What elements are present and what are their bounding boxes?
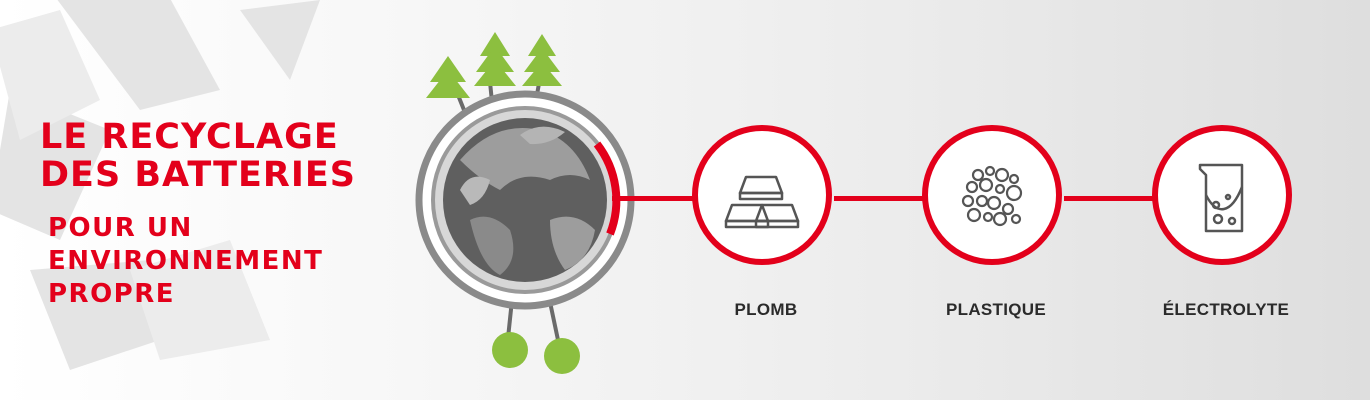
earth-globe-icon	[415, 32, 635, 374]
subheadline: POUR UN ENVIRONNEMENT PROPRE	[48, 212, 323, 311]
material-label-electrolyte: ÉLECTROLYTE	[1162, 300, 1290, 319]
left-foot	[492, 332, 528, 368]
material-node-electrolyte	[1152, 125, 1292, 265]
lead-ingots-icon	[724, 175, 800, 229]
electrolyte-beaker-icon	[1198, 163, 1244, 233]
material-label-plomb: PLOMB	[734, 300, 798, 319]
subheadline-line-3: PROPRE	[48, 279, 176, 309]
recycle-background-icon	[0, 0, 320, 370]
material-label-plastique: PLASTIQUE	[946, 300, 1046, 319]
connector-globe-plomb	[612, 196, 696, 201]
plastic-pellets-icon	[961, 165, 1023, 227]
material-node-plomb	[692, 125, 832, 265]
material-node-plastique	[922, 125, 1062, 265]
pine-tree-icon	[426, 32, 562, 98]
headline-line-1: LE RECYCLAGE	[40, 117, 339, 157]
subheadline-line-1: POUR UN	[48, 213, 193, 243]
headline-line-2: DES BATTERIES	[40, 155, 356, 195]
connector-plastique-electrolyte	[1064, 196, 1156, 201]
right-foot	[544, 338, 580, 374]
headline: LE RECYCLAGE DES BATTERIES	[40, 118, 356, 194]
connector-plomb-plastique	[834, 196, 926, 201]
subheadline-line-2: ENVIRONNEMENT	[48, 246, 324, 276]
